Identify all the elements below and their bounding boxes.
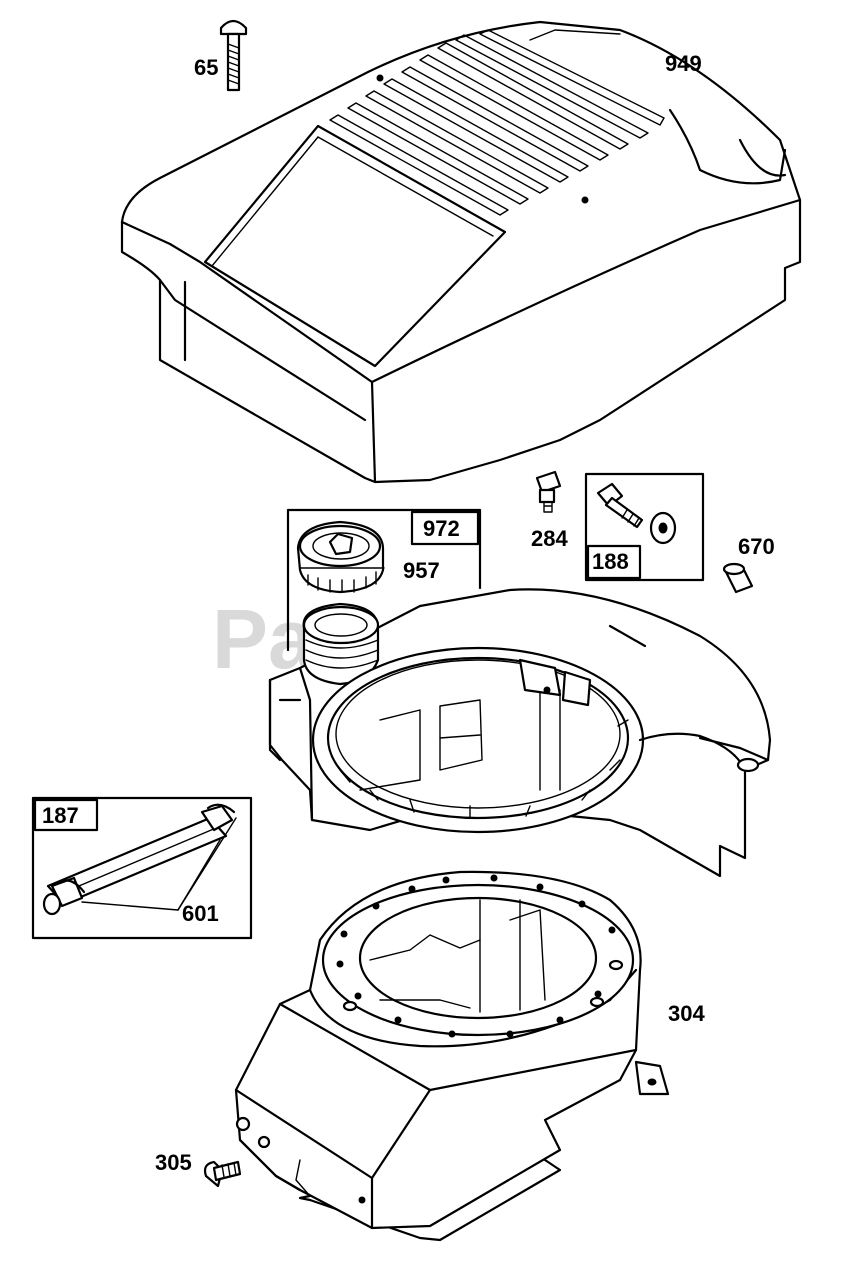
blower-housing-tank-drawing (268, 588, 772, 878)
part-label-284: 284 (531, 526, 568, 551)
part-label-957: 957 (403, 558, 440, 583)
part-label-601: 601 (182, 901, 219, 926)
screw-305-drawing (203, 1160, 242, 1188)
part-label-305: 305 (155, 1150, 192, 1175)
part-label-972: 972 (423, 516, 460, 541)
hose-box-187 (31, 796, 253, 940)
blower-cover-949-drawing (120, 20, 802, 484)
blower-housing-304-drawing (234, 870, 670, 1242)
bolt-box-188 (584, 472, 705, 582)
part-label-187: 187 (42, 803, 79, 828)
fuel-cap-box-957 (286, 508, 482, 652)
screw-284-drawing (535, 470, 562, 513)
part-label-304: 304 (668, 1001, 705, 1026)
bushing-670-drawing (722, 562, 754, 594)
part-label-670: 670 (738, 534, 775, 559)
part-labels: 65 949 972 957 284 188 670 187 601 304 3… (42, 51, 775, 1175)
bolt-65-drawing (219, 19, 248, 92)
part-label-949: 949 (665, 51, 702, 76)
part-label-65: 65 (194, 55, 218, 80)
part-label-188: 188 (592, 549, 629, 574)
